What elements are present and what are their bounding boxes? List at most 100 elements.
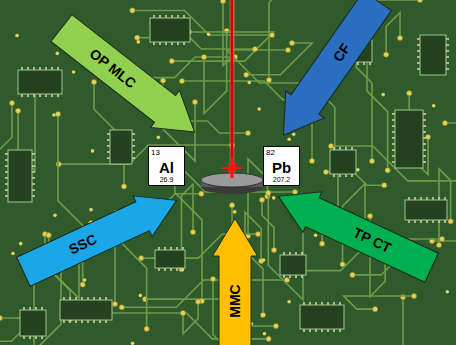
board-trace xyxy=(344,296,414,309)
solder-pad xyxy=(46,233,51,238)
chip xyxy=(60,300,112,320)
solder-pad xyxy=(382,183,387,188)
via-dot xyxy=(72,70,76,74)
solder-pad xyxy=(144,326,149,331)
solder-pad xyxy=(400,294,405,299)
solder-pad xyxy=(252,46,257,51)
via-dot xyxy=(263,332,267,336)
solder-pad xyxy=(436,242,441,247)
solder-pad xyxy=(442,120,447,125)
board-trace xyxy=(386,13,400,55)
via-dot xyxy=(287,300,291,304)
spark-ray xyxy=(232,164,236,168)
solder-pad xyxy=(271,247,276,252)
technique-arrow: OP MLC xyxy=(46,9,210,151)
chip xyxy=(280,255,306,275)
via-dot xyxy=(292,132,296,136)
solder-pad xyxy=(245,130,250,135)
chip xyxy=(150,18,190,42)
solder-pad xyxy=(9,100,14,105)
solder-pad xyxy=(196,299,201,304)
arrow-outline xyxy=(213,219,258,345)
solder-pad xyxy=(448,219,453,224)
via-dot xyxy=(446,290,450,294)
arrow-label-area: MMC xyxy=(212,256,258,345)
solder-pad xyxy=(179,78,184,83)
solder-pad xyxy=(180,310,185,315)
technique-label: TP CT xyxy=(351,225,393,255)
via-dot xyxy=(11,252,15,256)
solder-pad xyxy=(320,241,325,246)
technique-label: MMC xyxy=(228,284,242,317)
board-trace xyxy=(175,166,202,301)
chip xyxy=(20,310,46,336)
solder-pad xyxy=(425,134,430,139)
board-trace xyxy=(445,123,456,151)
solder-pad xyxy=(55,111,60,116)
solder-pad xyxy=(292,189,297,194)
solder-pad xyxy=(255,231,260,236)
via-dot xyxy=(15,34,19,38)
solder-pad xyxy=(244,72,249,77)
atomic-number: 82 xyxy=(266,149,275,157)
arrow-label-area: CF xyxy=(285,0,397,118)
board-trace xyxy=(115,237,147,329)
via-dot xyxy=(233,210,237,214)
via-dot xyxy=(52,113,56,117)
arrow-outline xyxy=(47,9,209,150)
via-dot xyxy=(247,81,251,85)
solder-pad xyxy=(0,315,3,320)
board-trace xyxy=(383,297,403,345)
element-symbol: Pb xyxy=(272,160,291,175)
atomic-number: 13 xyxy=(151,149,160,157)
solder-pad xyxy=(80,282,85,287)
via-dot xyxy=(262,258,266,262)
arrow-shape xyxy=(212,218,258,345)
via-dot xyxy=(314,233,318,237)
via-dot xyxy=(83,278,87,282)
solder-pad xyxy=(266,190,271,195)
via-dot xyxy=(131,341,135,345)
via-dot xyxy=(287,137,291,141)
chip xyxy=(420,35,446,75)
board-trace xyxy=(432,241,456,251)
solder-pad xyxy=(323,169,328,174)
board-trace xyxy=(59,145,232,164)
solder-pad xyxy=(367,213,372,218)
element-symbol: Al xyxy=(159,160,174,175)
solder-pad xyxy=(309,158,314,163)
solder-pad xyxy=(201,54,206,59)
arrow-outline xyxy=(269,176,441,288)
solder-pad xyxy=(369,158,374,163)
technique-arrow: SSC xyxy=(13,179,187,293)
board-trace xyxy=(183,302,198,334)
technique-label: SSC xyxy=(67,232,99,257)
technique-arrow: MMC xyxy=(212,218,258,345)
via-dot xyxy=(139,294,143,298)
via-dot xyxy=(137,40,141,44)
technique-label: OP MLC xyxy=(87,46,138,90)
atomic-mass: 26.9 xyxy=(160,176,174,183)
element-tile: 13Al26.9 xyxy=(148,146,185,186)
via-dot xyxy=(432,104,436,108)
solder-pad xyxy=(112,301,117,306)
solder-pad xyxy=(119,305,124,310)
chip xyxy=(110,130,132,164)
solder-pad xyxy=(417,0,422,3)
solder-pad xyxy=(210,276,215,281)
arrow-outline xyxy=(264,0,397,149)
solder-pad xyxy=(15,108,20,113)
laser-spark xyxy=(222,158,242,178)
arrow-outline xyxy=(14,180,186,292)
laser-beam xyxy=(231,0,234,178)
solder-pad xyxy=(289,40,294,45)
solder-pad xyxy=(285,47,290,52)
solder-pad xyxy=(229,203,234,208)
via-dot xyxy=(157,136,161,140)
chip xyxy=(300,305,344,329)
solder-pad xyxy=(269,32,274,37)
via-dot xyxy=(356,168,360,172)
via-dot xyxy=(55,52,59,56)
